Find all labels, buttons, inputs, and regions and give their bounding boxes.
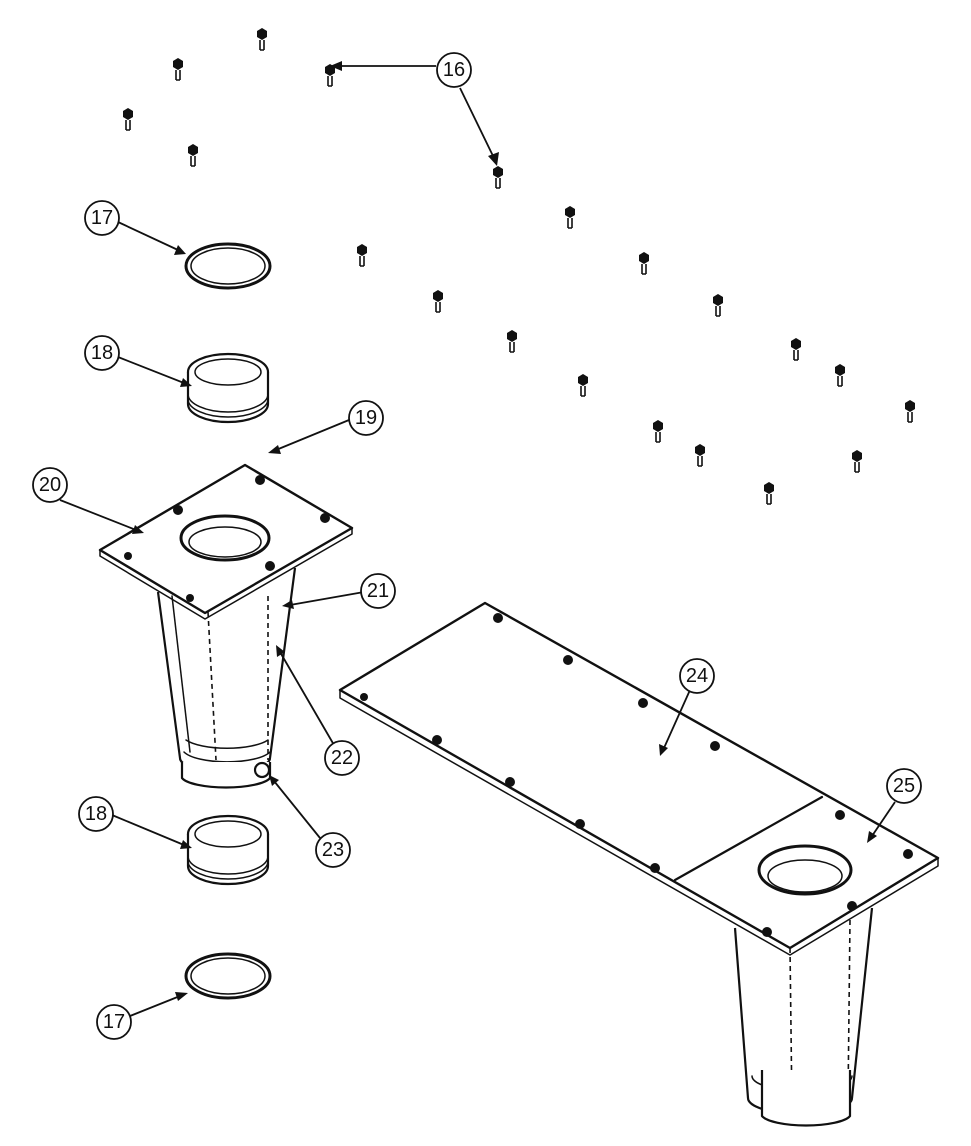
bolt-icon [905,400,915,423]
callout-label: 18 [91,342,113,364]
bolt-icon [433,290,443,313]
callout-22: 22 [324,740,360,776]
callout-label: 19 [355,407,377,429]
callout-label: 23 [322,839,344,861]
bolt-group [123,28,915,505]
bolt-icon [713,294,723,317]
callout-label: 21 [367,580,389,602]
callout-24: 24 [679,658,715,694]
bolt-icon [791,338,801,361]
callout-label: 25 [893,775,915,797]
bolt-icon [507,330,517,353]
callout-18: 18 [78,796,114,832]
bolt-icon [639,252,649,275]
callout-23: 23 [315,832,351,868]
bolt-icon [357,244,367,267]
bolt-icon [835,364,845,387]
flange-plate-icon [338,601,940,956]
callout-label: 16 [443,59,465,81]
bolt-icon [493,166,503,189]
callout-25: 25 [886,768,922,804]
bolt-icon [173,58,183,81]
tapered-tube-icon [733,907,874,1127]
sleeve-icon [186,352,270,424]
bolt-icon [653,420,663,443]
bolt-icon [578,374,588,397]
callout-label: 17 [91,207,113,229]
callout-label: 20 [39,474,61,496]
bolt-icon [257,28,267,51]
flange-plate-icon [98,463,354,620]
callout-label: 22 [331,747,353,769]
callout-group: 16 17 17 18 18 19 20 21 22 23 24 25 [32,52,922,1040]
bolt-icon [188,144,198,167]
callout-20: 20 [32,467,68,503]
leader-lines [59,61,896,1017]
ring-icon [184,242,272,290]
tapered-tube-icon [156,567,297,789]
bolt-icon [852,450,862,473]
bolt-icon [123,108,133,131]
callout-label: 18 [85,803,107,825]
callout-16: 16 [436,52,472,88]
bolt-icon [764,482,774,505]
callout-17: 17 [96,1004,132,1040]
callout-21: 21 [360,573,396,609]
callout-19: 19 [348,400,384,436]
bolt-icon [695,444,705,467]
callout-18: 18 [84,335,120,371]
sleeve-icon [186,814,270,886]
bolt-icon [565,206,575,229]
callout-17: 17 [84,200,120,236]
ring-icon [184,952,272,1000]
callout-label: 24 [686,665,708,687]
callout-label: 17 [103,1011,125,1033]
